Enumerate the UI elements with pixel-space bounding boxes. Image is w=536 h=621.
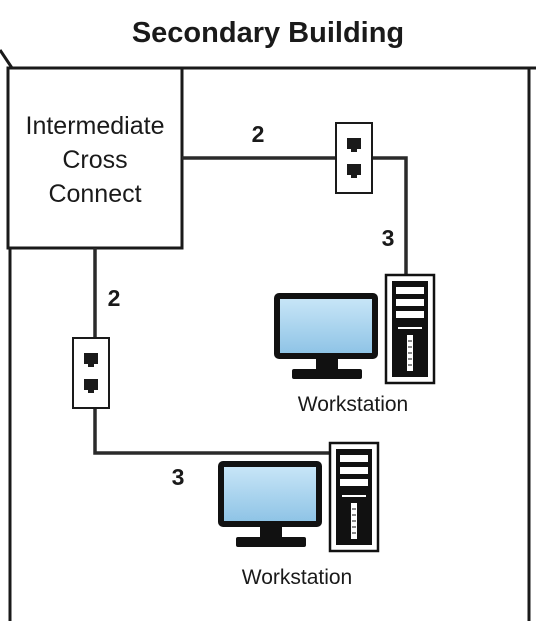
- cable-label-2-right: 2: [252, 121, 265, 147]
- cable-label-3-bottom: 3: [172, 464, 185, 490]
- cable-label-3-right: 3: [382, 225, 395, 251]
- cross-connect-label-line2: Cross: [62, 146, 127, 174]
- workstation-bottom-icon: [216, 441, 380, 553]
- cable-jack-right-to-workstation: [372, 156, 408, 278]
- cross-connect-label-line3: Connect: [48, 180, 141, 208]
- building-title: Secondary Building: [132, 17, 404, 49]
- cross-connect-box: [6, 66, 184, 250]
- workstation-right-label: Workstation: [298, 393, 409, 416]
- workstation-right-icon: [272, 273, 436, 385]
- cable-label-2-left: 2: [108, 285, 121, 311]
- cross-connect-label-line1: Intermediate: [26, 112, 165, 140]
- wall-jack-right: [335, 122, 373, 194]
- wall-jack-left: [72, 337, 110, 409]
- workstation-bottom-label: Workstation: [242, 566, 353, 589]
- building-outline: [0, 49, 536, 70]
- cable-jack-left-to-workstation: [93, 408, 330, 455]
